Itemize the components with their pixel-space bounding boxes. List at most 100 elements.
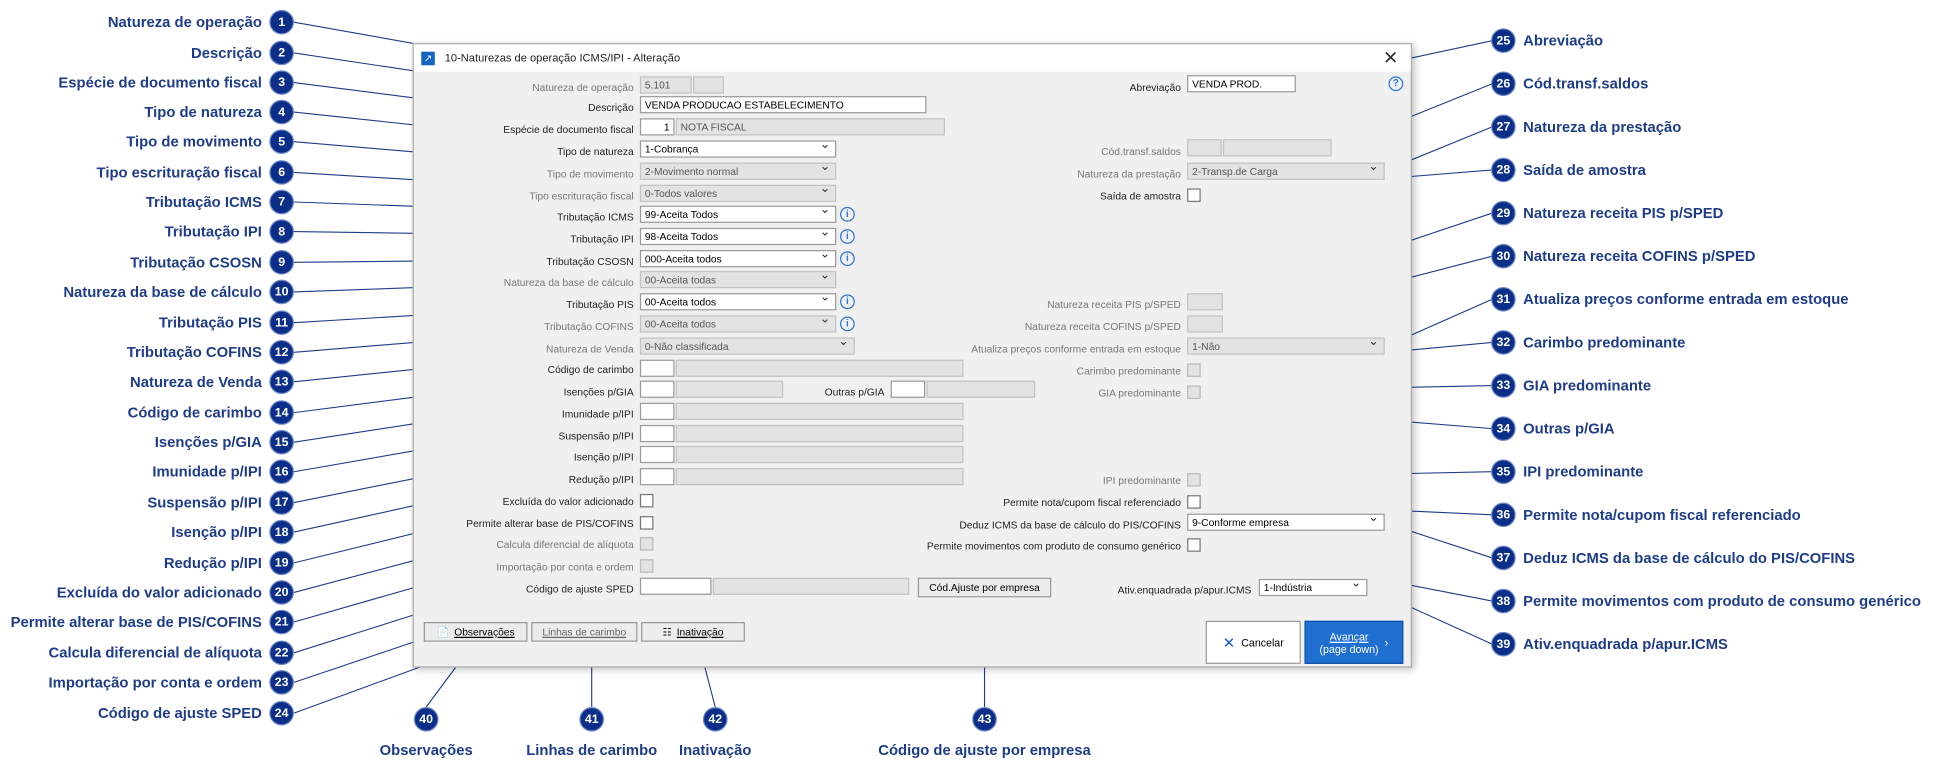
callout-label: Imunidade p/IPI [152, 463, 262, 481]
cod-ajuste-empresa-button[interactable]: Cód.Ajuste por empresa [917, 577, 1052, 598]
callout-label: Descrição [191, 44, 262, 62]
callout-number-badge: 41 [579, 706, 605, 732]
descricao-field[interactable]: VENDA PRODUCAO ESTABELECIMENTO [639, 96, 927, 114]
info-icon[interactable]: i [840, 294, 855, 310]
callout-label: Outras p/GIA [1523, 420, 1615, 438]
callout-number-badge: 29 [1491, 200, 1516, 226]
callout-label: Natureza de operação [107, 13, 262, 31]
codigo-carimbo-field[interactable] [639, 359, 675, 377]
inativacao-button[interactable]: ☷ Inativação [641, 622, 745, 642]
abreviacao-field[interactable]: VENDA PROD. [1187, 75, 1296, 93]
callout-label: IPI predominante [1523, 463, 1644, 481]
callout-number-badge: 36 [1491, 502, 1516, 528]
isencoes-gia-label: Isenções p/GIA [563, 385, 634, 398]
info-icon[interactable]: i [840, 316, 855, 332]
callout-number-badge: 33 [1491, 373, 1516, 398]
ativ-enquadrada-label: Ativ.enquadrada p/apur.ICMS [1117, 583, 1252, 597]
close-icon[interactable]: ✕ [1382, 48, 1399, 69]
callout-number-badge: 3 [269, 70, 295, 95]
abreviacao-label: Abreviação [1129, 81, 1181, 94]
tributacao-pis-select[interactable]: 00-Aceita todos [639, 293, 837, 311]
callout-number-badge: 8 [269, 219, 295, 244]
callout-label: Permite alterar base de PIS/COFINS [10, 613, 262, 631]
callout-number-badge: 13 [269, 369, 295, 395]
cancelar-button[interactable]: ✕ Cancelar [1205, 620, 1301, 664]
tipo-movimento-label: Tipo de movimento [546, 167, 634, 180]
question-icon[interactable]: ? [1388, 76, 1404, 92]
callout-9: Tributação CSOSN 9 [130, 250, 295, 275]
title-bar: ↗ 10-Naturezas de operação ICMS/IPI - Al… [413, 44, 1411, 72]
especie-documento-code[interactable]: 1 [639, 118, 675, 136]
callout-label: Linhas de carimbo [526, 741, 658, 759]
cod-ajuste-empresa-label: Cód.Ajuste por empresa [929, 581, 1040, 594]
outras-gia-field[interactable] [890, 380, 926, 398]
imunidade-ipi-field[interactable] [639, 402, 675, 421]
permite-mov-consumo-checkbox[interactable] [1187, 538, 1201, 552]
saida-amostra-checkbox[interactable] [1187, 188, 1201, 202]
inativacao-icon: ☷ [662, 625, 672, 639]
window-title: 10-Naturezas de operação ICMS/IPI - Alte… [444, 51, 681, 65]
callout-number-badge: 18 [269, 519, 295, 545]
permite-nota-cupom-checkbox[interactable] [1187, 495, 1201, 509]
codigo-ajuste-sped-field[interactable] [639, 577, 712, 595]
suspensao-ipi-field[interactable] [639, 424, 675, 443]
tipo-natureza-select[interactable]: 1-Cobrança [639, 140, 837, 158]
deduz-icms-select[interactable]: 9-Conforme empresa [1187, 513, 1385, 531]
info-icon[interactable]: i [840, 251, 855, 267]
codigo-carimbo-label: Código de carimbo [547, 363, 634, 376]
callout-label: Saída de amostra [1523, 161, 1646, 179]
imunidade-ipi-label: Imunidade p/IPI [561, 407, 634, 421]
deduz-icms-label: Deduz ICMS da base de cálculo do PIS/COF… [959, 518, 1181, 531]
avancar-button[interactable]: Avançar (page down) › [1304, 620, 1404, 664]
outras-gia-label: Outras p/GIA [824, 385, 885, 398]
isencao-ipi-field[interactable] [639, 445, 675, 464]
isencao-ipi-label: Isenção p/IPI [573, 450, 634, 464]
tipo-natureza-label: Tipo de natureza [557, 145, 634, 158]
callout-number-badge: 9 [269, 250, 295, 275]
observacoes-button[interactable]: 📄 Observações [423, 622, 528, 642]
callout-label: Observações [379, 741, 473, 759]
callout-label: Suspensão p/IPI [147, 493, 262, 512]
tributacao-cofins-select: 00-Aceita todos [639, 315, 837, 333]
natureza-prestacao-select: 2-Transp.de Carga [1187, 162, 1385, 180]
importacao-conta-ordem-checkbox [639, 559, 654, 573]
callout-label: Redução p/IPI [163, 554, 262, 572]
callout-number-badge: 30 [1491, 243, 1516, 269]
saida-amostra-label: Saída de amostra [1100, 189, 1181, 202]
natureza-base-calculo-select: 00-Aceita todas [639, 270, 837, 289]
permite-nota-cupom-label: Permite nota/cupom fiscal referenciado [1003, 496, 1181, 509]
callout-label: Isenção p/IPI [171, 523, 262, 541]
tributacao-csosn-select[interactable]: 000-Aceita todos [639, 250, 837, 268]
isencoes-gia-desc [675, 380, 784, 398]
permite-alterar-base-checkbox[interactable] [639, 516, 654, 530]
callout-label: Importação por conta e ordem [48, 673, 262, 691]
callout-label: Código de ajuste SPED [97, 704, 262, 722]
callout-label: Cód.transf.saldos [1523, 75, 1649, 93]
info-icon[interactable]: i [840, 229, 855, 244]
linhas-carimbo-button[interactable]: Linhas de carimbo [531, 622, 638, 642]
callout-label: Tributação CSOSN [130, 253, 262, 271]
ativ-enquadrada-select[interactable]: 1-Indústria [1258, 578, 1368, 597]
callout-number-badge: 27 [1491, 114, 1516, 140]
callout-number-badge: 1 [269, 9, 295, 35]
tributacao-ipi-select[interactable]: 98-Aceita Todos [639, 227, 837, 246]
tributacao-icms-select[interactable]: 99-Aceita Todos [639, 205, 837, 223]
callout-number-badge: 37 [1491, 545, 1516, 571]
excluida-valor-adicionado-checkbox[interactable] [639, 493, 654, 508]
permite-alterar-base-label: Permite alterar base de PIS/COFINS [466, 517, 634, 530]
callout-number-badge: 42 [702, 706, 728, 732]
isencoes-gia-field[interactable] [639, 380, 675, 398]
callout-number-badge: 20 [269, 580, 295, 605]
callout-label: Calcula diferencial de alíquota [48, 644, 262, 662]
info-icon[interactable]: i [840, 206, 855, 222]
reducao-ipi-field[interactable] [639, 468, 675, 486]
